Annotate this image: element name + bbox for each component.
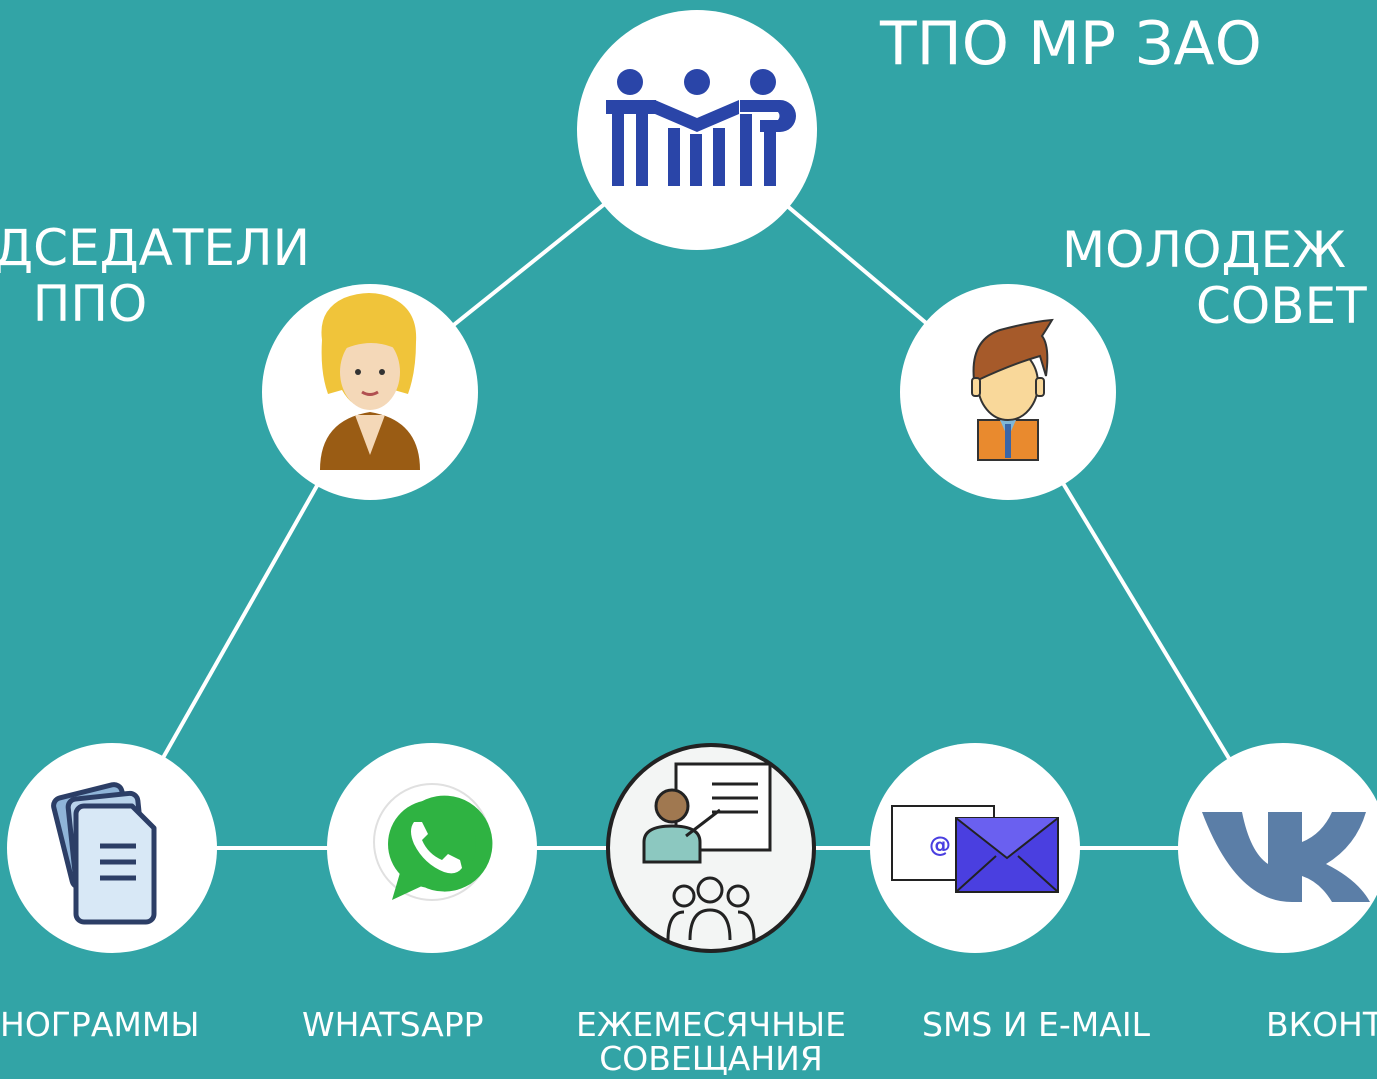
node-telegrams [7, 743, 217, 953]
left-group-line2: ППО [32, 275, 148, 333]
node-chairs [262, 284, 478, 500]
title: ТПО МР ЗАО [880, 9, 1262, 79]
node-vk [1178, 743, 1377, 953]
label-sms-email: SMS И E-MAIL [922, 1005, 1150, 1044]
right-group-line1: МОЛОДЕЖ [1062, 221, 1346, 279]
label-meetings-line2: СОВЕЩАНИЯ [599, 1039, 823, 1078]
right-group-line2: СОВЕТ [1196, 277, 1367, 335]
union-logo-icon [606, 69, 796, 186]
label-vk: ВКОНТ [1266, 1005, 1377, 1044]
label-meetings-line1: ЕЖЕМЕСЯЧНЫЕ [576, 1005, 846, 1044]
documents-icon [51, 782, 157, 925]
woman-avatar-icon [320, 293, 420, 470]
left-group-line1: ДСЕДАТЕЛИ [0, 219, 310, 277]
man-avatar-icon [971, 318, 1054, 461]
node-sms-email: @ [870, 743, 1080, 953]
vk-icon [1202, 812, 1370, 902]
node-union-logo [577, 10, 817, 250]
label-whatsapp: WHATSAPP [302, 1005, 484, 1044]
whatsapp-icon [373, 783, 493, 901]
meeting-icon [642, 762, 772, 941]
svg-text:@: @ [929, 833, 951, 858]
node-whatsapp [327, 743, 537, 953]
node-youth-council [900, 284, 1116, 500]
node-meetings [606, 743, 816, 953]
label-telegrams: НОГРАММЫ [0, 1005, 200, 1044]
email-icon: @ [891, 805, 1059, 893]
